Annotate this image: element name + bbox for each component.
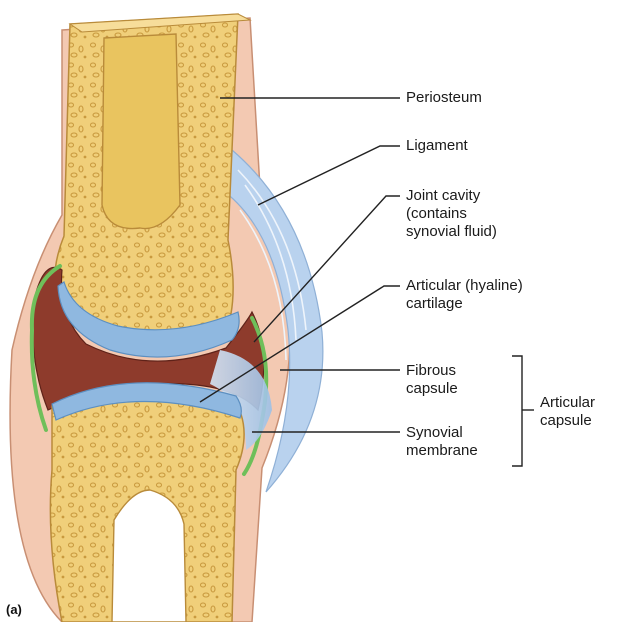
label-ligament: Ligament xyxy=(406,137,468,155)
label-joint-cavity-line3: synovial fluid) xyxy=(406,223,497,241)
figure-tag: (a) xyxy=(6,602,22,617)
label-articular-capsule-line1: Articular xyxy=(540,394,595,412)
label-joint-cavity-line2: (contains xyxy=(406,205,497,223)
label-joint-cavity-line1: Joint cavity xyxy=(406,187,497,205)
label-articular-capsule-line2: capsule xyxy=(540,412,595,430)
label-synovial-membrane-line2: membrane xyxy=(406,442,478,460)
articular-capsule-bracket xyxy=(512,356,522,466)
label-synovial-membrane: Synovial membrane xyxy=(406,424,478,460)
label-fibrous-capsule: Fibrous capsule xyxy=(406,362,458,398)
label-fibrous-capsule-line1: Fibrous xyxy=(406,362,458,380)
lower-medullary-cavity xyxy=(112,490,186,622)
label-articular-cartilage: Articular (hyaline) cartilage xyxy=(406,277,523,313)
label-periosteum: Periosteum xyxy=(406,89,482,107)
label-synovial-membrane-line1: Synovial xyxy=(406,424,478,442)
label-articular-cartilage-line1: Articular (hyaline) xyxy=(406,277,523,295)
leader-ligament xyxy=(258,146,400,205)
label-joint-cavity: Joint cavity (contains synovial fluid) xyxy=(406,187,497,241)
label-articular-capsule: Articular capsule xyxy=(540,394,595,430)
medullary-cavity xyxy=(102,34,180,229)
label-articular-cartilage-line2: cartilage xyxy=(406,295,523,313)
label-fibrous-capsule-line2: capsule xyxy=(406,380,458,398)
